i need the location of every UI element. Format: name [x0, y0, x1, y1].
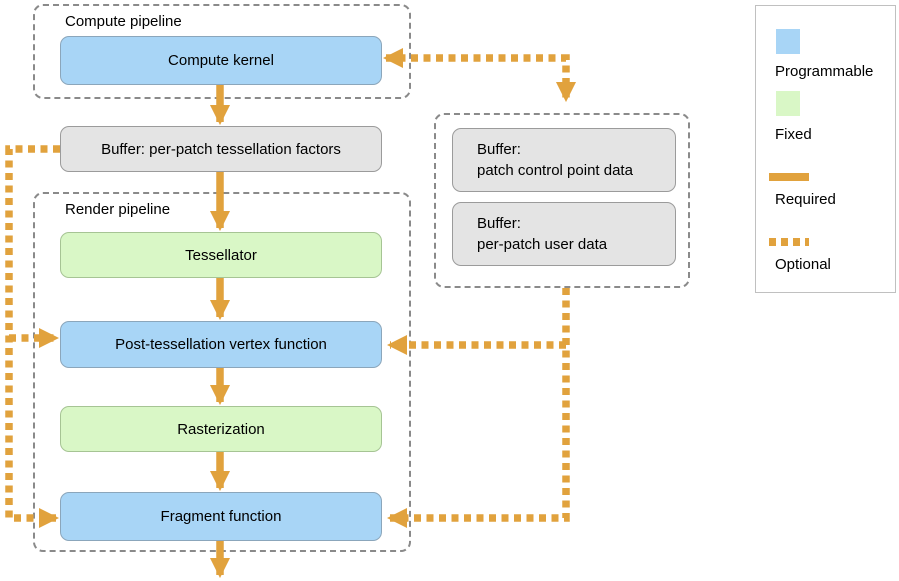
legend-box: Programmable Fixed Required Optional	[755, 5, 896, 293]
buffer-title: Buffer:	[477, 215, 521, 232]
buffer-title: Buffer:	[477, 141, 521, 158]
programmable-label: Programmable	[775, 63, 874, 80]
buffer-subtitle: patch control point data	[477, 162, 633, 179]
render-pipeline-label: Render pipeline	[65, 201, 171, 218]
fixed-label: Fixed	[775, 126, 812, 143]
node-per-patch-user-buffer: Buffer: per-patch user data	[452, 202, 676, 266]
node-post-tessellation-vertex-function: Post-tessellation vertex function	[60, 321, 382, 368]
fixed-swatch	[776, 91, 800, 116]
optional-line-swatch	[769, 238, 809, 246]
node-rasterization: Rasterization	[60, 406, 382, 452]
required-line-swatch	[769, 173, 809, 181]
optional-link-side-buffers-to-fragment	[386, 288, 570, 529]
node-fragment-function: Fragment function	[60, 492, 382, 541]
optional-label: Optional	[775, 256, 831, 273]
programmable-swatch	[776, 29, 800, 54]
side-buffers-group	[434, 113, 690, 288]
node-compute-kernel: Compute kernel	[60, 36, 382, 85]
required-label: Required	[775, 191, 836, 208]
node-tess-factors-buffer: Buffer: per-patch tessellation factors	[60, 126, 382, 172]
compute-pipeline-label: Compute pipeline	[65, 13, 182, 30]
optional-link-kernel-side-buffers	[382, 47, 577, 103]
buffer-subtitle: per-patch user data	[477, 236, 608, 253]
node-tessellator: Tessellator	[60, 232, 382, 278]
node-patch-control-point-buffer: Buffer: patch control point data	[452, 128, 676, 192]
